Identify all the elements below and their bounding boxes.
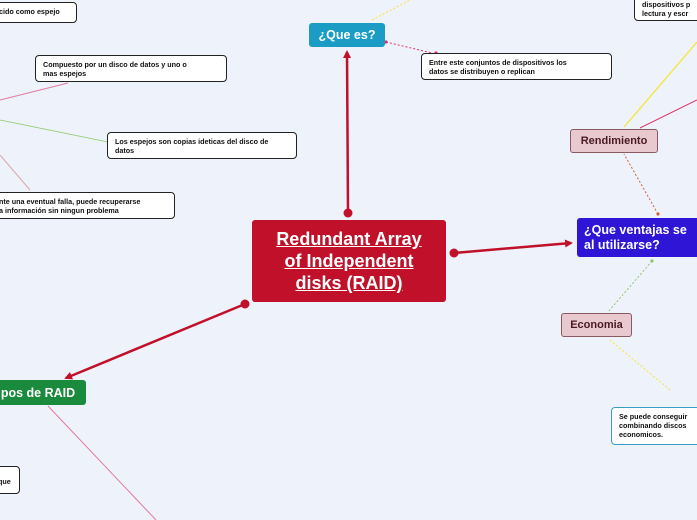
subtopic-economia[interactable]: Economia <box>561 313 632 337</box>
connector-que-es-conjuntos <box>385 41 437 55</box>
note-copias[interactable]: Los espejos son copias ideticas del disc… <box>107 132 297 159</box>
connector-economia-conseguir <box>609 339 671 391</box>
connector-tipos-down <box>47 405 157 520</box>
connector-que-es-up <box>371 0 411 21</box>
topic-tipos-label: pos de RAID <box>0 385 76 400</box>
topic-ventajas-label: ¿Que ventajas se al utilizarse? <box>584 222 687 252</box>
note-conjuntos[interactable]: Entre este conjuntos de dispositivos los… <box>421 53 612 80</box>
subtopic-economia-label: Economia <box>570 319 623 331</box>
central-topic-title: Redundant Array of Independent disks (RA… <box>276 229 422 293</box>
connector-dot <box>650 259 654 263</box>
note-espejo[interactable]: cido como espejo <box>0 2 77 23</box>
connector-left-falla <box>0 154 31 191</box>
connector-left-copias <box>0 119 109 143</box>
connector-ventajas-rendimiento <box>623 153 659 215</box>
topic-que-es-label: ¿Que es? <box>318 28 376 42</box>
connector-rendimiento-yellow <box>623 41 697 128</box>
connector-rendimiento-pink <box>639 99 697 129</box>
connector-dot <box>240 299 250 309</box>
note-conseguir[interactable]: Se puede conseguir combinando discos eco… <box>611 407 697 445</box>
central-topic-raid[interactable]: Redundant Array of Independent disks (RA… <box>252 220 446 302</box>
connector-dot <box>449 248 459 258</box>
subtopic-rendimiento[interactable]: Rendimiento <box>570 129 658 153</box>
connector-central-tipos <box>64 302 246 380</box>
connector-ventajas-economia <box>607 260 653 313</box>
topic-ventajas[interactable]: ¿Que ventajas se al utilizarse? <box>577 218 697 257</box>
connector-central-ventajas <box>453 239 573 255</box>
note-falla[interactable]: nte una eventual falla, puede recuperars… <box>0 192 175 219</box>
note-dispositivos[interactable]: dispositivos p lectura y escr <box>634 0 697 21</box>
connector-dot <box>343 208 353 218</box>
subtopic-rendimiento-label: Rendimiento <box>580 135 648 147</box>
topic-que-es[interactable]: ¿Que es? <box>309 23 385 47</box>
note-que[interactable]: que <box>0 466 20 494</box>
connector-dot <box>656 212 660 216</box>
note-compuesto[interactable]: Compuesto por un disco de datos y uno o … <box>35 55 227 82</box>
connector-central-que-es <box>343 50 352 213</box>
connector-left-compuesto <box>0 82 69 101</box>
topic-tipos-de-raid[interactable]: pos de RAID <box>0 380 86 405</box>
connector-dot <box>384 40 388 44</box>
